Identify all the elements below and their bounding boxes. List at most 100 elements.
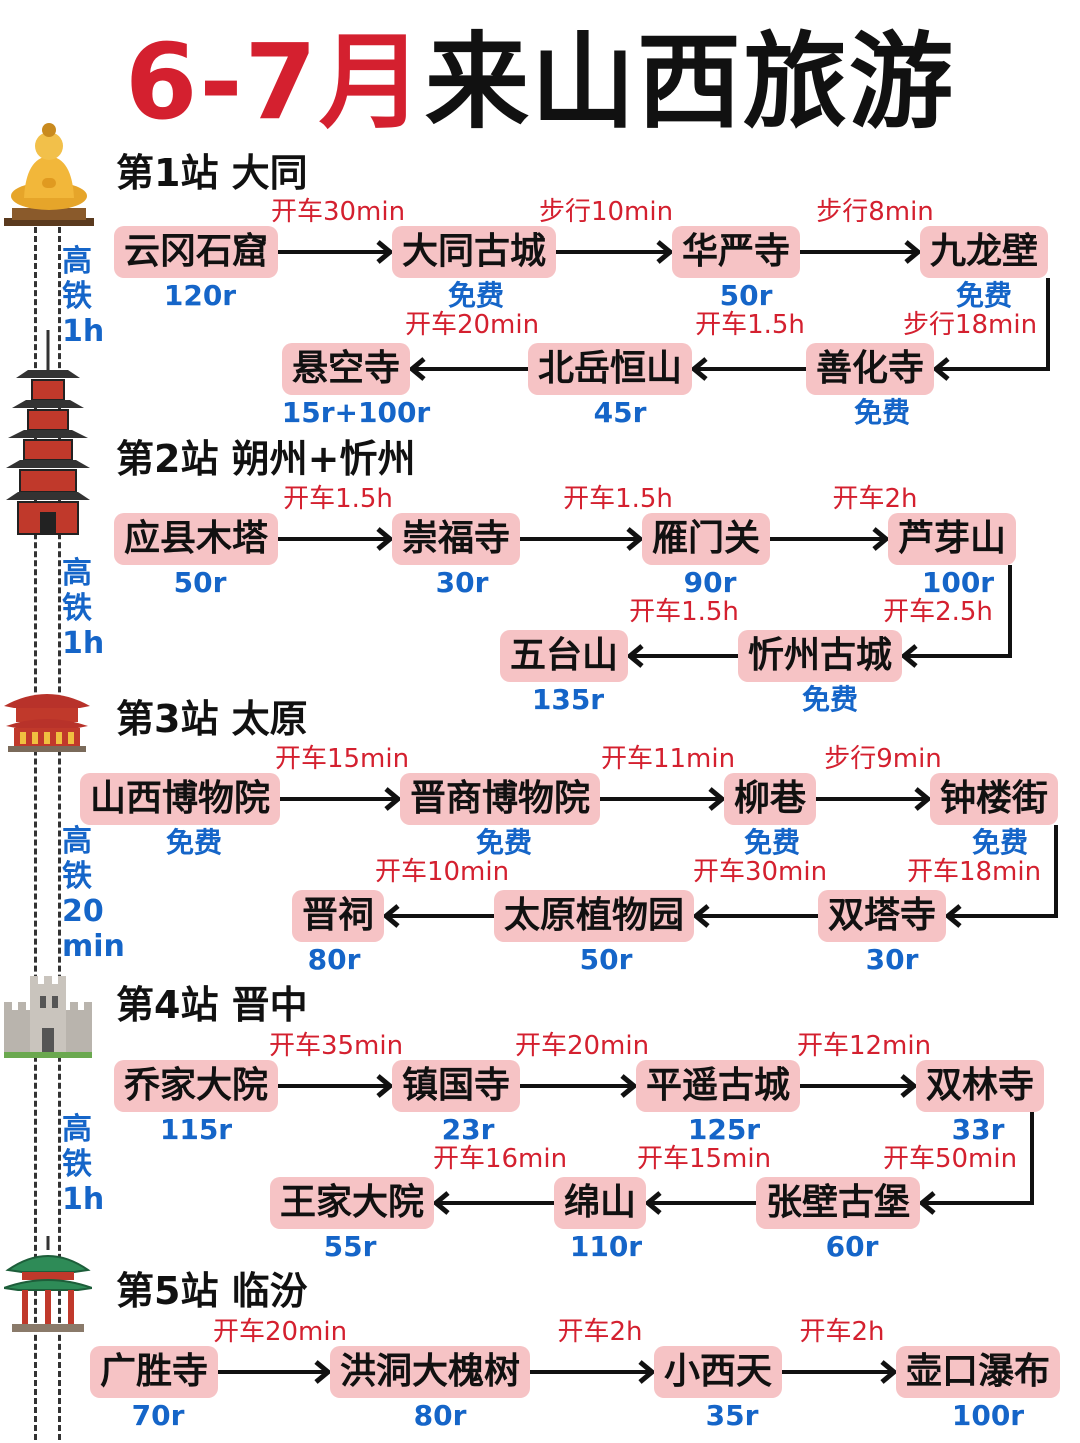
price-shuanglin-temple: 33r: [951, 1113, 1005, 1146]
spot-wang-family-compound: 王家大院: [270, 1177, 435, 1229]
arrow-3-2-head: [708, 787, 726, 811]
arrow-4-1-head: [376, 1074, 394, 1098]
arrow-2-1-head: [376, 527, 394, 551]
spot-xiaoxitian: 小西天: [654, 1346, 783, 1398]
spot-chongfu-temple: 崇福寺: [392, 513, 521, 565]
spot-bell-tower-street: 钟楼街: [930, 773, 1059, 825]
arrow-1-4: [936, 278, 1050, 371]
rail-line-right: [58, 200, 61, 1440]
arrow-3-5-head: [692, 904, 710, 928]
arrow-1-6-head: [408, 357, 426, 381]
price-zhangbi-castle: 60r: [825, 1230, 879, 1263]
spot-hanging-temple: 悬空寺: [282, 343, 411, 395]
transit-4-5: 开车15min: [636, 1144, 772, 1174]
spot-qiao-family-compound: 乔家大院: [114, 1060, 279, 1112]
transit-1-2: 步行10min: [538, 197, 674, 227]
spot-yingxian-wooden-pagoda: 应县木塔: [114, 513, 279, 565]
spot-luya-mountain: 芦芽山: [888, 513, 1017, 565]
arrow-4-4-head: [918, 1191, 936, 1215]
spot-jinshang-museum: 晋商博物院: [400, 773, 601, 825]
transit-4-1: 开车35min: [268, 1031, 404, 1061]
arrow-2-4: [904, 565, 1012, 658]
arrow-4-6-head: [432, 1191, 450, 1215]
spot-jinci-temple: 晋祠: [292, 890, 385, 942]
arrow-5-1-head: [314, 1360, 332, 1384]
transit-1-6: 开车20min: [404, 310, 540, 340]
price-mianshan: 110r: [569, 1230, 643, 1263]
transit-2-5: 开车1.5h: [629, 597, 739, 627]
arrow-4-2-head: [620, 1074, 638, 1098]
price-huayan-temple: 50r: [719, 279, 773, 312]
price-jinshang-museum: 免费: [475, 826, 532, 859]
arrow-1-3-head: [904, 240, 922, 264]
section-title-datong: 第1站 大同: [116, 151, 308, 195]
spot-hukou-waterfall: 壶口瀑布: [896, 1346, 1061, 1398]
spot-shanxi-museum: 山西博物院: [80, 773, 281, 825]
transit-3-4: 开车18min: [906, 857, 1042, 887]
spot-nine-dragon-wall: 九龙壁: [920, 226, 1049, 278]
price-xinzhou-ancient-city: 免费: [801, 683, 858, 716]
price-yanmen-pass: 90r: [683, 566, 737, 599]
price-nine-dragon-wall: 免费: [955, 279, 1012, 312]
spot-mianshan: 绵山: [554, 1177, 647, 1229]
section-title-linfen: 第5站 临汾: [116, 1269, 308, 1313]
price-jinci-temple: 80r: [307, 943, 361, 976]
arrow-2-3-head: [872, 527, 890, 551]
arrow-1-1-head: [376, 240, 394, 264]
section-title-jinzhong: 第4站 晋中: [116, 983, 308, 1027]
spot-xinzhou-ancient-city: 忻州古城: [738, 630, 903, 682]
price-wang-family-compound: 55r: [323, 1230, 377, 1263]
section-title-shuozhou-xinzhou: 第2站 朔州+忻州: [116, 437, 416, 481]
transit-2-3: 开车2h: [832, 484, 918, 514]
transit-4-6: 开车16min: [432, 1144, 568, 1174]
transit-1-1: 开车30min: [270, 197, 406, 227]
pavilion-icon: [4, 1236, 92, 1332]
transit-4-2: 开车20min: [514, 1031, 650, 1061]
spot-zhenguo-temple: 镇国寺: [392, 1060, 521, 1112]
price-shanxi-museum: 免费: [165, 826, 222, 859]
spot-beiyue-hengshan: 北岳恒山: [528, 343, 693, 395]
spot-shanhua-temple: 善化寺: [806, 343, 935, 395]
title-rest: 来山西旅游: [424, 21, 955, 143]
price-yingxian-wooden-pagoda: 50r: [173, 566, 227, 599]
price-guangsheng-temple: 70r: [131, 1399, 185, 1432]
spot-zhangbi-castle: 张壁古堡: [756, 1177, 921, 1229]
transit-1-5: 开车1.5h: [695, 310, 805, 340]
arrow-3-1-head: [384, 787, 402, 811]
price-twin-pagoda-temple: 30r: [865, 943, 919, 976]
spot-datong-ancient-city: 大同古城: [392, 226, 557, 278]
arrow-2-5-head: [626, 644, 644, 668]
transit-4-4: 开车50min: [882, 1144, 1018, 1174]
title-highlight: 6-7月: [125, 21, 425, 143]
spot-yanmen-pass: 雁门关: [642, 513, 771, 565]
transit-5-1: 开车20min: [212, 1317, 348, 1347]
price-shanhua-temple: 免费: [853, 396, 910, 429]
price-datong-ancient-city: 免费: [447, 279, 504, 312]
pagoda-icon: [6, 330, 90, 535]
spot-wutai-mountain: 五台山: [500, 630, 629, 682]
arrow-4-4: [922, 1112, 1034, 1205]
transit-2-4: 开车2.5h: [883, 597, 993, 627]
spot-shuanglin-temple: 双林寺: [916, 1060, 1045, 1112]
price-bell-tower-street: 免费: [971, 826, 1028, 859]
arrow-3-4-head: [944, 904, 962, 928]
transit-3-2: 开车11min: [600, 744, 736, 774]
rail-line-left: [34, 200, 37, 1440]
transit-3-6: 开车10min: [374, 857, 510, 887]
price-luya-mountain: 100r: [921, 566, 995, 599]
arrow-3-3-head: [914, 787, 932, 811]
spot-twin-pagoda-temple: 双塔寺: [818, 890, 947, 942]
price-hukou-waterfall: 100r: [951, 1399, 1025, 1432]
spot-yungang-grottoes: 云冈石窟: [114, 226, 279, 278]
arrow-2-2-head: [626, 527, 644, 551]
transit-5-2: 开车2h: [557, 1317, 643, 1347]
transit-5-3: 开车2h: [799, 1317, 885, 1347]
spot-guangsheng-temple: 广胜寺: [90, 1346, 219, 1398]
transit-2-1: 开车1.5h: [283, 484, 393, 514]
arrow-3-4: [948, 825, 1058, 918]
price-qiao-family-compound: 115r: [159, 1113, 233, 1146]
spot-hongtong-pagoda-tree: 洪洞大槐树: [330, 1346, 531, 1398]
